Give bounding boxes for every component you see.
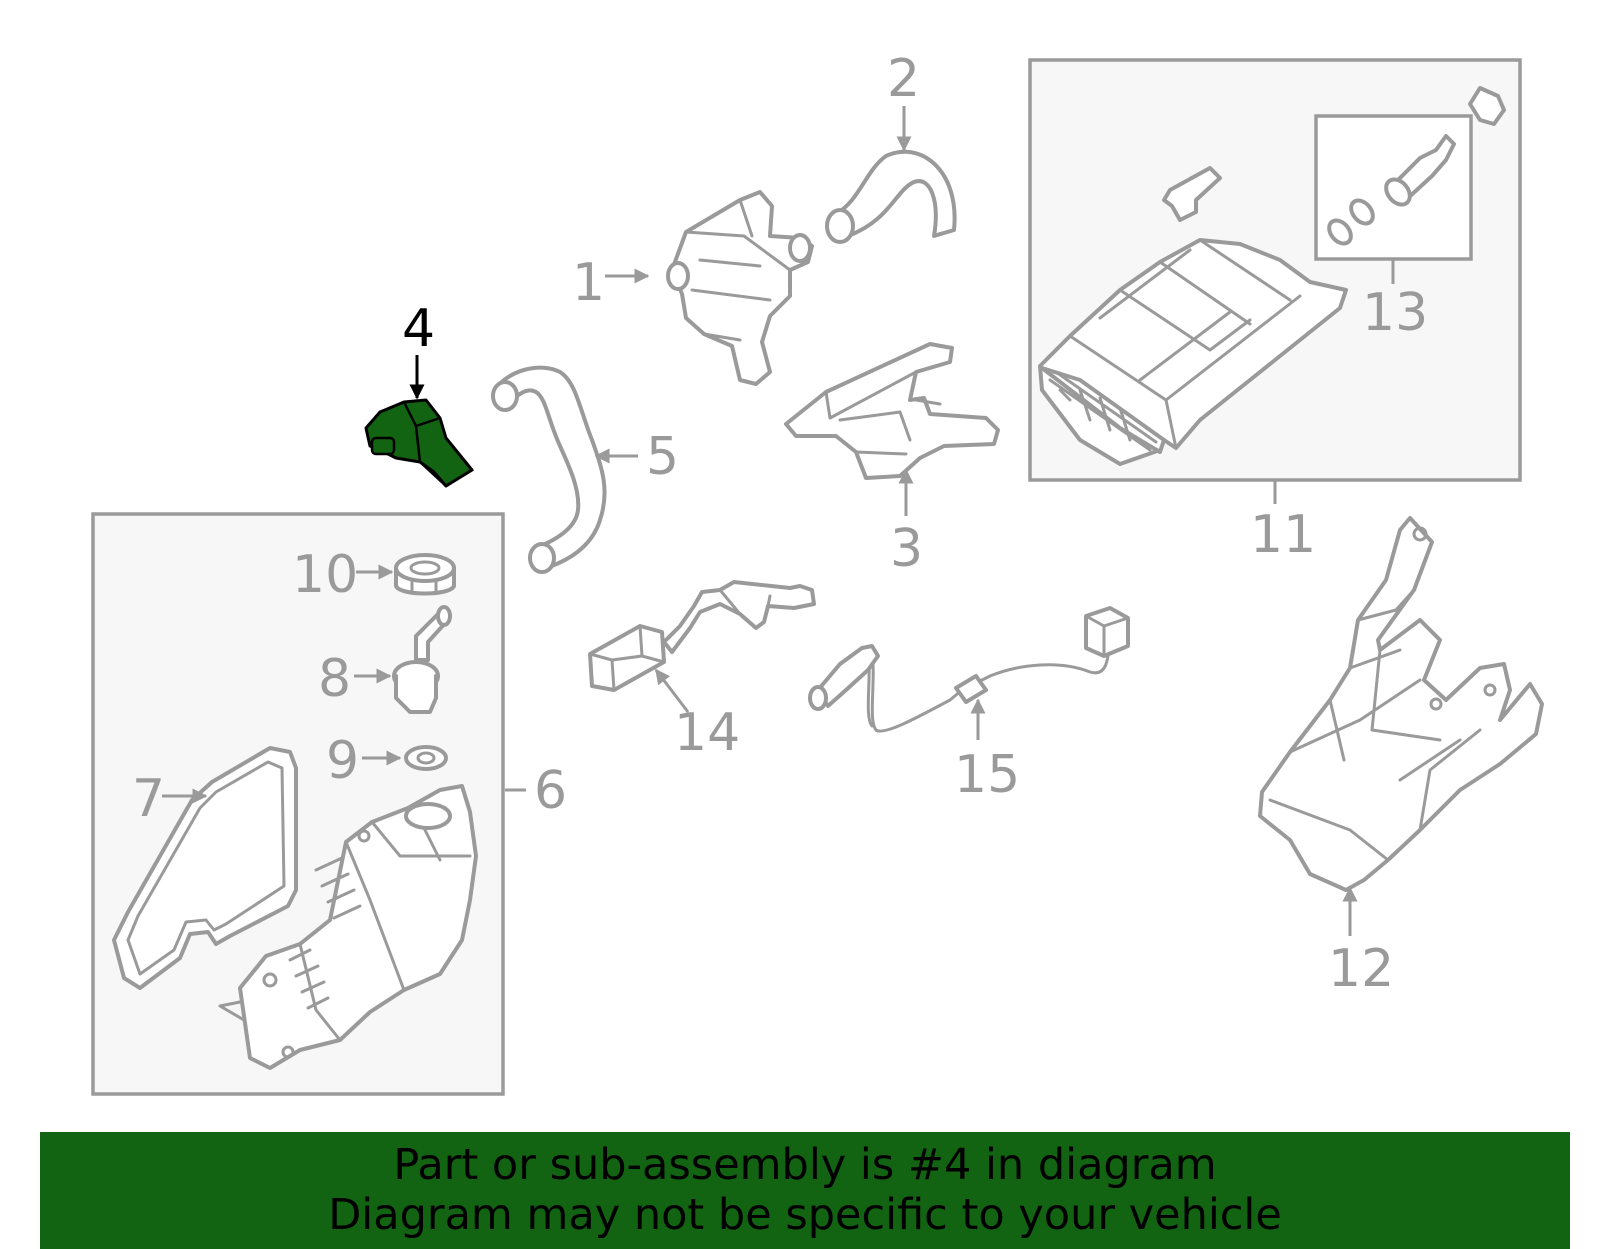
leader-14 <box>654 668 690 713</box>
callout-1: 1 <box>572 253 605 313</box>
part-3-bracket[interactable] <box>784 342 1000 480</box>
part-6-reservoir[interactable] <box>218 784 478 1070</box>
callout-13: 13 <box>1362 283 1428 343</box>
part-9-o-ring[interactable] <box>404 745 448 771</box>
callout-6: 6 <box>534 761 567 821</box>
part-15-oxygen-sensor[interactable] <box>808 606 1130 733</box>
callout-5: 5 <box>646 427 679 487</box>
callout-14: 14 <box>674 703 740 763</box>
part-10-cap[interactable] <box>394 553 456 596</box>
part-7-gasket[interactable] <box>112 746 298 990</box>
callout-10: 10 <box>292 545 358 605</box>
part-2-hose[interactable] <box>825 149 957 244</box>
callout-9: 9 <box>326 731 359 791</box>
info-banner: Part or sub-assembly is #4 in diagram Di… <box>40 1132 1570 1249</box>
part-13-valve-kit[interactable] <box>1325 86 1506 248</box>
callout-8: 8 <box>318 649 351 709</box>
part-5-hose[interactable] <box>491 365 607 574</box>
part-1-purge-pump[interactable] <box>666 190 814 386</box>
callout-4: 4 <box>402 299 435 359</box>
callout-3: 3 <box>890 519 923 579</box>
callout-15: 15 <box>954 745 1020 805</box>
part-12-shield[interactable] <box>1258 516 1544 892</box>
part-8-fitting[interactable] <box>392 605 452 714</box>
part-4-sensor-highlighted[interactable] <box>364 398 474 488</box>
banner-line-part: Part or sub-assembly is #4 in diagram <box>393 1140 1217 1190</box>
part-14-sensor-harness[interactable] <box>588 580 816 692</box>
callout-11: 11 <box>1250 505 1316 565</box>
part-11-canister[interactable] <box>1038 166 1348 466</box>
banner-line-disclaimer: Diagram may not be specific to your vehi… <box>328 1190 1282 1240</box>
callout-2: 2 <box>887 49 920 109</box>
callout-12: 12 <box>1328 939 1394 999</box>
callout-7: 7 <box>132 769 165 829</box>
